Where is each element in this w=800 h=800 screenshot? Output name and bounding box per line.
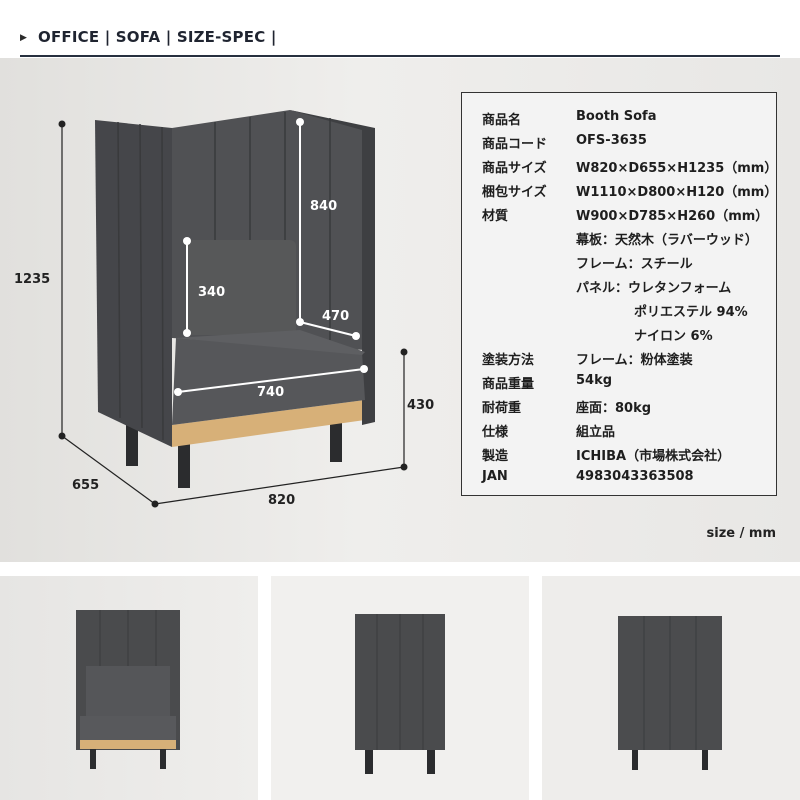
spec-panel-line: ナイロン 6% xyxy=(462,325,778,347)
spec-row-maker: 製造 ICHIBA（市場株式会社） xyxy=(462,445,778,467)
spec-value: ICHIBA（市場株式会社） xyxy=(576,449,731,464)
spec-value: フレーム：粉体塗装 xyxy=(576,353,693,368)
sofa-front-view xyxy=(76,610,180,769)
spec-value: W1110×D800×H120（mm） xyxy=(576,185,778,200)
dim-back-cushion: 340 xyxy=(198,285,226,300)
dim-inner-depth: 470 xyxy=(322,309,350,324)
spec-value: 4983043363508 xyxy=(576,469,694,484)
spec-value: 座面：80kg xyxy=(576,401,652,416)
sofa-back-view xyxy=(618,616,722,770)
spec-material-line: パネル：ウレタンフォーム xyxy=(462,277,778,299)
dim-height-total: 1235 xyxy=(14,272,51,287)
spec-value: Booth Sofa xyxy=(576,109,657,124)
spec-value: ポリエステル 94% xyxy=(634,305,748,320)
spec-value: OFS-3635 xyxy=(576,133,647,148)
spec-row-weight: 商品重量 54kg xyxy=(462,373,778,395)
spec-label: 商品重量 xyxy=(482,377,535,392)
spec-row-jan: JAN 4983043363508 xyxy=(462,469,778,491)
triangle-bullet-icon: ▶ xyxy=(20,33,27,43)
spec-label: 製造 xyxy=(482,449,509,464)
dim-depth: 655 xyxy=(72,478,100,493)
dim-width: 820 xyxy=(268,493,296,508)
spec-label: 商品サイズ xyxy=(482,161,547,176)
breadcrumb: OFFICE | SOFA | SIZE-SPEC | xyxy=(38,28,277,46)
spec-label: JAN xyxy=(482,469,508,484)
spec-row-name: 商品名 Booth Sofa xyxy=(462,109,778,131)
spec-value: W820×D655×H1235（mm） xyxy=(576,161,778,176)
spec-value: 54kg xyxy=(576,373,613,388)
spec-value: 組立品 xyxy=(576,425,616,440)
spec-material-line: 幕板：天然木（ラバーウッド） xyxy=(462,229,778,251)
spec-row-code: 商品コード OFS-3635 xyxy=(462,133,778,155)
spec-material-line: フレーム：スチール xyxy=(462,253,778,275)
spec-table: 商品名 Booth Sofa 商品コード OFS-3635 商品サイズ W820… xyxy=(461,92,777,496)
thumb-back xyxy=(542,576,800,800)
spec-value: パネル：ウレタンフォーム xyxy=(576,281,732,296)
thumb-side xyxy=(271,576,529,800)
spec-label: 商品コード xyxy=(482,137,548,152)
header-rule xyxy=(20,55,780,57)
spec-label: 塗装方法 xyxy=(482,353,535,368)
thumb-front xyxy=(0,576,258,800)
dim-back-height: 840 xyxy=(310,199,338,214)
spec-row-size: 商品サイズ W820×D655×H1235（mm） xyxy=(462,157,778,179)
dim-seat-height: 430 xyxy=(407,398,435,413)
spec-row-package: 梱包サイズ W1110×D800×H120（mm） xyxy=(462,181,778,203)
spec-label: 材質 xyxy=(482,209,509,224)
sofa-illustration xyxy=(58,110,408,508)
spec-label: 仕様 xyxy=(482,425,509,440)
spec-label: 耐荷重 xyxy=(482,401,522,416)
spec-label: 商品名 xyxy=(482,113,522,128)
sofa-side-view xyxy=(355,614,445,774)
spec-value: W900×D785×H260（mm） xyxy=(576,209,769,224)
spec-value: フレーム：スチール xyxy=(576,257,693,272)
dim-seat-width: 740 xyxy=(257,385,285,400)
spec-value: ナイロン 6% xyxy=(634,329,713,344)
spec-row-coating: 塗装方法 フレーム：粉体塗装 xyxy=(462,349,778,371)
spec-row-load: 耐荷重 座面：80kg xyxy=(462,397,778,419)
unit-note: size / mm xyxy=(706,526,776,541)
spec-row-assembly: 仕様 組立品 xyxy=(462,421,778,443)
spec-panel-line: ポリエステル 94% xyxy=(462,301,778,323)
spec-value: 幕板：天然木（ラバーウッド） xyxy=(576,233,758,248)
spec-row-material: 材質 W900×D785×H260（mm） xyxy=(462,205,778,227)
spec-label: 梱包サイズ xyxy=(482,185,547,200)
page-header: ▶ OFFICE | SOFA | SIZE-SPEC | xyxy=(0,0,800,58)
